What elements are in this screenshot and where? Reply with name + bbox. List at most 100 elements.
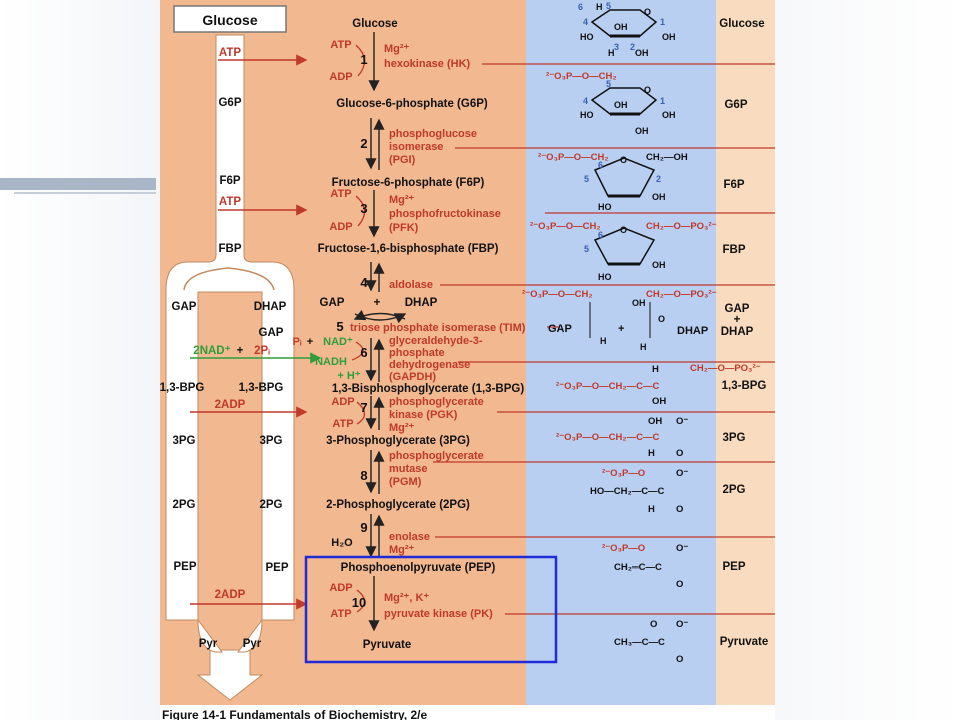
svg-text:3: 3 [614,42,619,52]
svg-text:+: + [307,336,313,348]
svg-text:phosphoglycerate: phosphoglycerate [389,450,484,462]
svg-text:HO: HO [580,32,594,42]
triose-structures: ²⁻O₃P—O—CH₂ CH₂—O—PO₃²⁻ GAP + DHAP OH O … [522,289,717,352]
svg-text:2NAD⁺: 2NAD⁺ [193,345,230,357]
svg-text:2: 2 [630,42,635,52]
svg-text:8: 8 [360,468,367,483]
svg-text:+ H⁺: + H⁺ [337,370,360,382]
svg-text:FBP: FBP [723,244,746,256]
svg-text:O: O [620,155,627,165]
fbp-split-brace [183,267,275,291]
svg-text:ATP: ATP [330,188,351,200]
svg-text:1,3-Bisphosphoglycerate (1,3-B: 1,3-Bisphosphoglycerate (1,3-BPG) [332,383,525,395]
cofactor-curves [351,44,366,613]
svg-text:3PG: 3PG [722,432,745,444]
svg-text:DHAP: DHAP [405,297,438,309]
svg-text:1: 1 [660,96,665,106]
f6p-ring: ²⁻O₃P—O—CH₂ CH₂—OH 6 5 2 O HO OH [538,152,688,212]
svg-text:5: 5 [584,244,589,254]
slide-decoration-line [14,192,156,194]
svg-text:H: H [648,448,655,459]
svg-text:4: 4 [360,275,368,290]
fbp-ring: ²⁻O₃P—O—CH₂ CH₂—O—PO₃²⁻ 6 5 O HO OH [530,221,717,282]
svg-text:1,3-BPG: 1,3-BPG [160,382,205,394]
svg-text:²⁻O₃P—O: ²⁻O₃P—O [602,468,645,479]
glucose-ring: H 6 5 4 3 2 1 O OH HO OH H OH [578,1,676,58]
svg-text:CH₂—O—PO₃²⁻: CH₂—O—PO₃²⁻ [690,363,761,374]
svg-text:4: 4 [583,17,588,27]
svg-text:5: 5 [584,174,589,184]
svg-text:1: 1 [360,52,367,67]
svg-text:ATP: ATP [219,47,241,59]
svg-text:2: 2 [360,136,367,151]
svg-text:(GAPDH): (GAPDH) [389,371,436,383]
label-panel [716,0,775,720]
svg-text:²⁻O₃P—O: ²⁻O₃P—O [602,543,645,554]
svg-text:isomerase: isomerase [389,141,443,153]
svg-text:Mg²⁺: Mg²⁺ [384,43,410,55]
summary-arrows [190,54,308,610]
svg-text:HO: HO [598,202,612,212]
svg-text:2: 2 [656,174,661,184]
svg-text:+: + [734,314,741,326]
svg-text:²⁻O₃P—O—CH₂: ²⁻O₃P—O—CH₂ [530,221,601,232]
svg-text:2ADP: 2ADP [215,589,246,601]
svg-text:Pyruvate: Pyruvate [363,639,412,651]
svg-text:(PFK): (PFK) [389,222,419,234]
svg-text:CH₂═C—C: CH₂═C—C [614,562,662,573]
svg-text:²⁻O₃P—O—CH₂—C—C: ²⁻O₃P—O—CH₂—C—C [556,432,659,443]
svg-text:DHAP: DHAP [721,326,754,338]
svg-text:NADH: NADH [315,356,347,368]
slide-left-margin [0,0,160,720]
svg-text:OH: OH [652,396,666,407]
figure-caption: Figure 14-1 Fundamentals of Biochemistry… [162,708,428,720]
glucose-box [173,5,287,33]
structure-panel [526,0,716,720]
svg-text:1: 1 [660,17,665,27]
svg-text:ADP: ADP [331,396,354,408]
svg-text:7: 7 [360,400,367,415]
svg-text:CH₂—O—PO₃²⁻: CH₂—O—PO₃²⁻ [646,289,717,300]
svg-text:triose phosphate isomerase (TI: triose phosphate isomerase (TIM) [350,322,526,334]
svg-text:3PG: 3PG [172,435,195,447]
svg-text:Pyr: Pyr [243,638,262,650]
svg-text:6: 6 [598,160,603,170]
svg-text:phosphate: phosphate [389,347,445,359]
svg-text:Phosphoenolpyruvate (PEP): Phosphoenolpyruvate (PEP) [341,562,496,574]
svg-text:FBP: FBP [219,243,242,255]
svg-text:glyceraldehyde-3-: glyceraldehyde-3- [389,335,483,347]
svg-text:Glucose-6-phosphate (G6P): Glucose-6-phosphate (G6P) [336,98,488,110]
svg-text:O⁻: O⁻ [676,416,688,427]
svg-text:²⁻O₃P—O—CH₂—C—C: ²⁻O₃P—O—CH₂—C—C [556,381,659,392]
slide-decoration-bar [0,178,156,190]
svg-text:HO—CH₂—C—C: HO—CH₂—C—C [590,486,665,497]
caption-strip [160,705,775,720]
svg-text:GAP: GAP [172,301,197,313]
svg-text:2PG: 2PG [259,499,282,511]
svg-text:OH: OH [648,416,662,427]
svg-text:Pᵢ: Pᵢ [293,336,302,348]
svg-text:ATP: ATP [330,608,351,620]
svg-text:CH₃—C—C: CH₃—C—C [614,637,665,648]
svg-text:O: O [676,654,683,665]
svg-text:HO: HO [580,110,594,120]
leader-lines [433,63,775,615]
svg-text:O: O [644,85,651,95]
svg-text:(PGI): (PGI) [389,154,416,166]
left-glucose: Glucose [202,12,257,28]
svg-text:OH: OH [662,110,676,120]
svg-text:kinase (PGK): kinase (PGK) [389,409,458,421]
svg-text:(PGM): (PGM) [389,476,422,488]
svg-text:2ADP: 2ADP [215,399,246,411]
svg-text:2PG: 2PG [722,484,745,496]
svg-text:Mg²⁺, K⁺: Mg²⁺, K⁺ [384,592,429,604]
svg-text:OH: OH [632,298,646,308]
svg-text:3-Phosphoglycerate (3PG): 3-Phosphoglycerate (3PG) [326,435,470,447]
svg-text:Mg²⁺: Mg²⁺ [389,422,415,434]
svg-text:O: O [676,504,683,515]
svg-text:O: O [644,7,651,17]
svg-text:H: H [596,2,603,12]
svg-text:6: 6 [578,2,583,12]
svg-text:2-Phosphoglycerate (2PG): 2-Phosphoglycerate (2PG) [326,499,470,511]
svg-text:OH: OH [635,126,649,136]
